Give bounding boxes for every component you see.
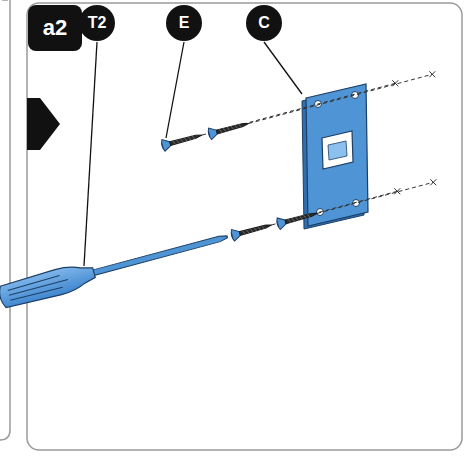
x-marker [429, 71, 435, 77]
label-text: C [258, 15, 270, 31]
label-text: a2 [43, 17, 67, 39]
callout-circle: C [246, 5, 282, 41]
label-text: T2 [88, 15, 107, 31]
step-label: a2 [28, 5, 82, 51]
leader-line [166, 42, 184, 138]
plate-cutout [322, 131, 353, 169]
step-arrow [27, 98, 60, 150]
x-marker [392, 80, 398, 86]
screw [207, 118, 250, 140]
guide-line [272, 191, 398, 225]
panel-frame [27, 3, 462, 450]
label-text: E [179, 15, 190, 31]
guide-line [202, 83, 395, 135]
guide-line [249, 74, 433, 123]
screwdriver [0, 224, 231, 310]
mounting-plate [306, 84, 368, 226]
panel-edge [0, 0, 10, 440]
callout-circle: T2 [79, 5, 115, 41]
x-marker [430, 179, 436, 185]
illustration [0, 42, 436, 310]
callout-circle: E [166, 5, 202, 41]
screw [230, 219, 273, 241]
leader-line [264, 42, 302, 94]
screw [276, 208, 319, 230]
guide-line [317, 182, 433, 213]
leader-line [84, 42, 97, 266]
plate-cutout-inner [328, 141, 347, 160]
